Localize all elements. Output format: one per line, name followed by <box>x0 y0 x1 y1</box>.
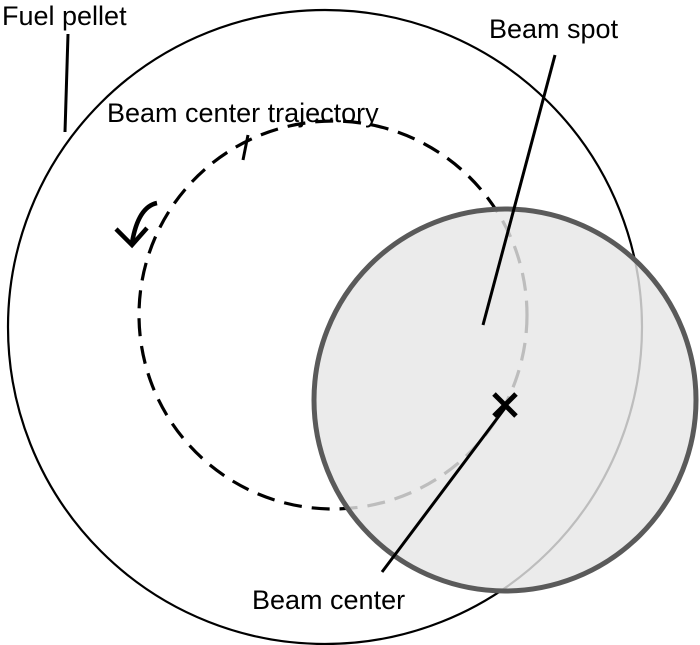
fuel-pellet-label: Fuel pellet <box>2 1 127 31</box>
beam-spot-label: Beam spot <box>489 14 619 44</box>
trajectory-leader <box>241 134 250 161</box>
beam-center-marker-icon <box>492 392 518 418</box>
beam-center-label: Beam center <box>252 585 405 615</box>
beam-center-leader <box>380 407 507 573</box>
rotation-arrow-icon <box>114 200 158 249</box>
fuel-pellet-leader <box>63 33 70 133</box>
trajectory-label: Beam center trajectory <box>107 98 379 128</box>
beam-spot-leader <box>481 54 557 326</box>
beam-spot-circle <box>311 206 699 594</box>
